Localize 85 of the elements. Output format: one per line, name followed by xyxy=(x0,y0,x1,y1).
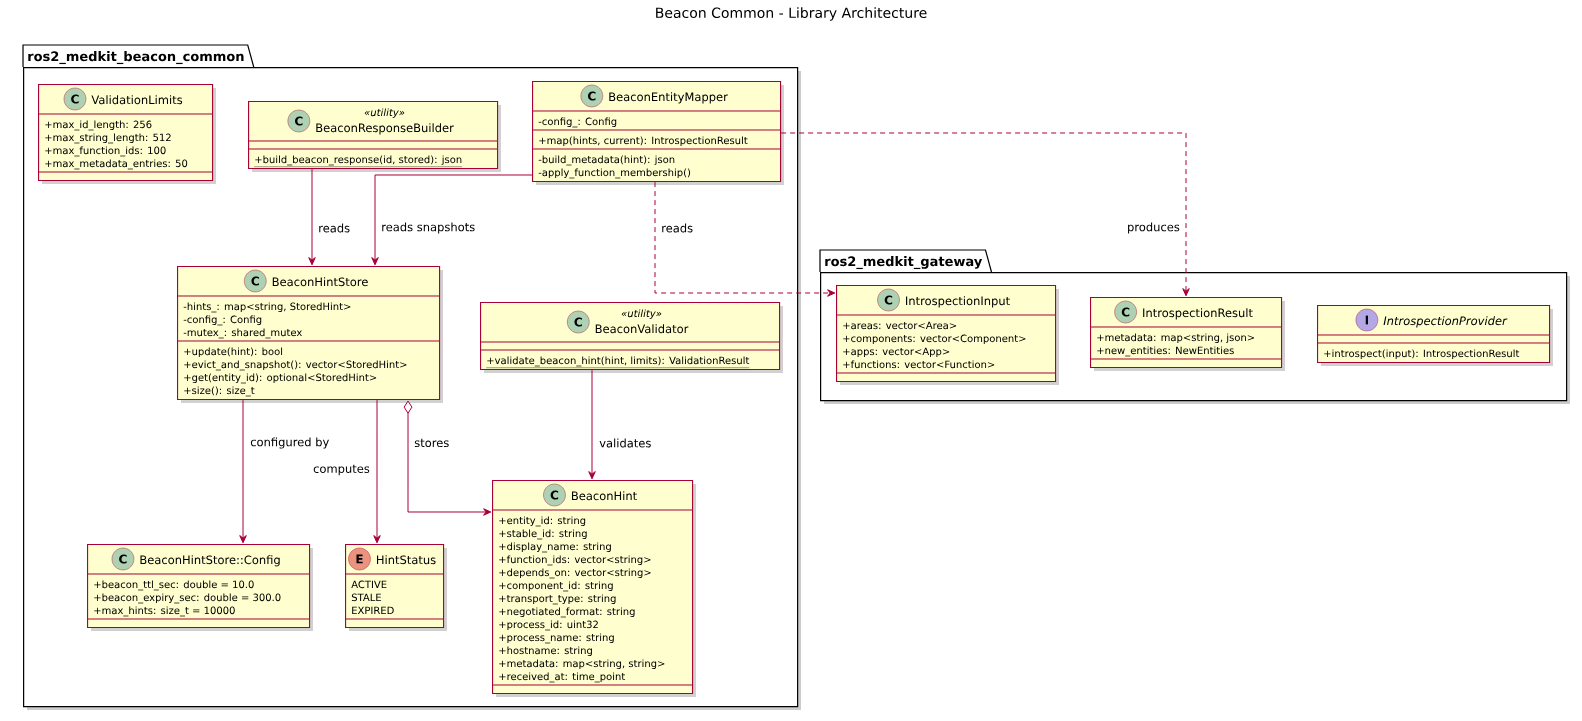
class-box xyxy=(176,266,443,403)
edge-label: configured by xyxy=(249,436,331,450)
member-text: -apply_function_membership() xyxy=(538,168,691,179)
edge-label: reads snapshots xyxy=(380,221,477,235)
member-text: EXPIRED xyxy=(352,606,394,614)
member-text: +depends_on: vector<string> xyxy=(499,568,651,579)
edge-label: reads xyxy=(317,222,352,234)
class-name: ValidationLimits xyxy=(91,95,183,105)
class-name: IntrospectionInput xyxy=(906,296,1010,308)
node-label: ros2_medkit_gateway xyxy=(825,256,983,270)
member-text: +beacon_expiry_sec: double = 300.0 xyxy=(94,593,281,604)
member-text: +process_id: uint32 xyxy=(499,620,598,631)
class-box xyxy=(1089,297,1285,371)
member-text: +transport_type: string xyxy=(499,594,616,605)
member-text: +new_entities: NewEntities xyxy=(1097,346,1234,357)
class-box xyxy=(479,302,783,373)
member-text: +entity_id: string xyxy=(499,516,586,527)
member-text: +evict_and_snapshot(): vector<StoredHint> xyxy=(184,360,407,371)
class-name: IntrospectionProvider xyxy=(1383,316,1508,328)
member-text: -mutex_: shared_mutex xyxy=(183,328,302,339)
diagram-title: Beacon Common - Library Architecture xyxy=(656,7,927,21)
edge-label: stores xyxy=(413,437,451,449)
class-box xyxy=(491,480,696,697)
member-text: +max_hints: size_t = 10000 xyxy=(94,606,235,617)
member-text: +map(hints, current): IntrospectionResult xyxy=(539,136,748,147)
member-text: +process_name: string xyxy=(499,633,614,644)
member-text: -config_: Config xyxy=(538,117,617,128)
edge-label: validates xyxy=(598,437,653,449)
edge-label: produces xyxy=(1126,221,1181,235)
member-text: +max_id_length: 256 xyxy=(45,120,152,131)
member-text: +apps: vector<App> xyxy=(843,347,950,358)
class-name: BeaconValidator xyxy=(595,324,689,334)
class-name: BeaconResponseBuilder xyxy=(316,123,454,135)
class-box xyxy=(86,544,313,631)
arrow xyxy=(654,181,836,297)
member-text: +validate_beacon_hint(hint, limits): ValidationResult xyxy=(486,356,750,368)
class-box xyxy=(1316,305,1553,366)
edge-label: reads xyxy=(660,222,695,234)
arrow xyxy=(239,399,247,544)
member-text: +hostname: string xyxy=(499,646,592,657)
class-name: BeaconHintStore::Config xyxy=(140,555,280,567)
arrow xyxy=(308,168,316,266)
class-box xyxy=(835,285,1059,385)
member-text: +get(entity_id): optional<StoredHint> xyxy=(184,373,377,384)
member-text: +components: vector<Component> xyxy=(843,334,1026,345)
member-text: +metadata: map<string, json> xyxy=(1097,333,1255,344)
member-text: +max_string_length: 512 xyxy=(45,133,171,144)
class-box xyxy=(344,544,447,631)
class-box xyxy=(531,81,784,185)
member-text: +received_at: time_point xyxy=(499,672,625,683)
member-text: -build_metadata(hint): json xyxy=(538,155,675,166)
member-text: +max_function_ids: 100 xyxy=(45,146,166,157)
member-text: ACTIVE xyxy=(351,580,387,589)
class-name: HintStatus xyxy=(377,555,436,565)
member-text: +component_id: string xyxy=(499,581,613,592)
member-text: +negotiated_format: string xyxy=(499,607,635,618)
stereotype: «utility» xyxy=(364,108,405,119)
member-text: STALE xyxy=(351,593,381,602)
class-name: BeaconHintStore xyxy=(272,277,368,287)
member-text: +stable_id: string xyxy=(499,529,587,540)
node-label: ros2_medkit_beacon_common xyxy=(28,51,244,65)
member-text: +areas: vector<Area> xyxy=(843,321,957,330)
member-text: +size(): size_t xyxy=(184,386,255,397)
arrow xyxy=(588,369,596,480)
member-text: -hints_: map<string, StoredHint> xyxy=(183,302,351,313)
arrow xyxy=(373,399,381,544)
member-text: +build_beacon_response(id, stored): json xyxy=(254,155,463,167)
member-text: +functions: vector<Function> xyxy=(843,360,995,369)
member-text: +beacon_ttl_sec: double = 10.0 xyxy=(94,580,254,591)
member-text: +display_name: string xyxy=(499,542,611,553)
member-text: +function_ids: vector<string> xyxy=(499,555,651,566)
arrow xyxy=(780,132,1190,297)
member-text: -config_: Config xyxy=(183,315,262,326)
class-name: IntrospectionResult xyxy=(1143,308,1253,320)
class-name: BeaconHint xyxy=(572,491,637,501)
arrow xyxy=(403,400,492,516)
class-box xyxy=(37,84,216,184)
arrow xyxy=(371,174,533,266)
member-text: +metadata: map<string, string> xyxy=(499,659,665,670)
member-text: +update(hint): bool xyxy=(184,347,283,358)
member-text: +max_metadata_entries: 50 xyxy=(45,159,188,170)
stereotype: «utility» xyxy=(621,309,662,320)
member-text: +introspect(input): IntrospectionResult xyxy=(1324,349,1520,360)
class-box xyxy=(247,101,501,172)
class-name: BeaconEntityMapper xyxy=(609,92,728,104)
